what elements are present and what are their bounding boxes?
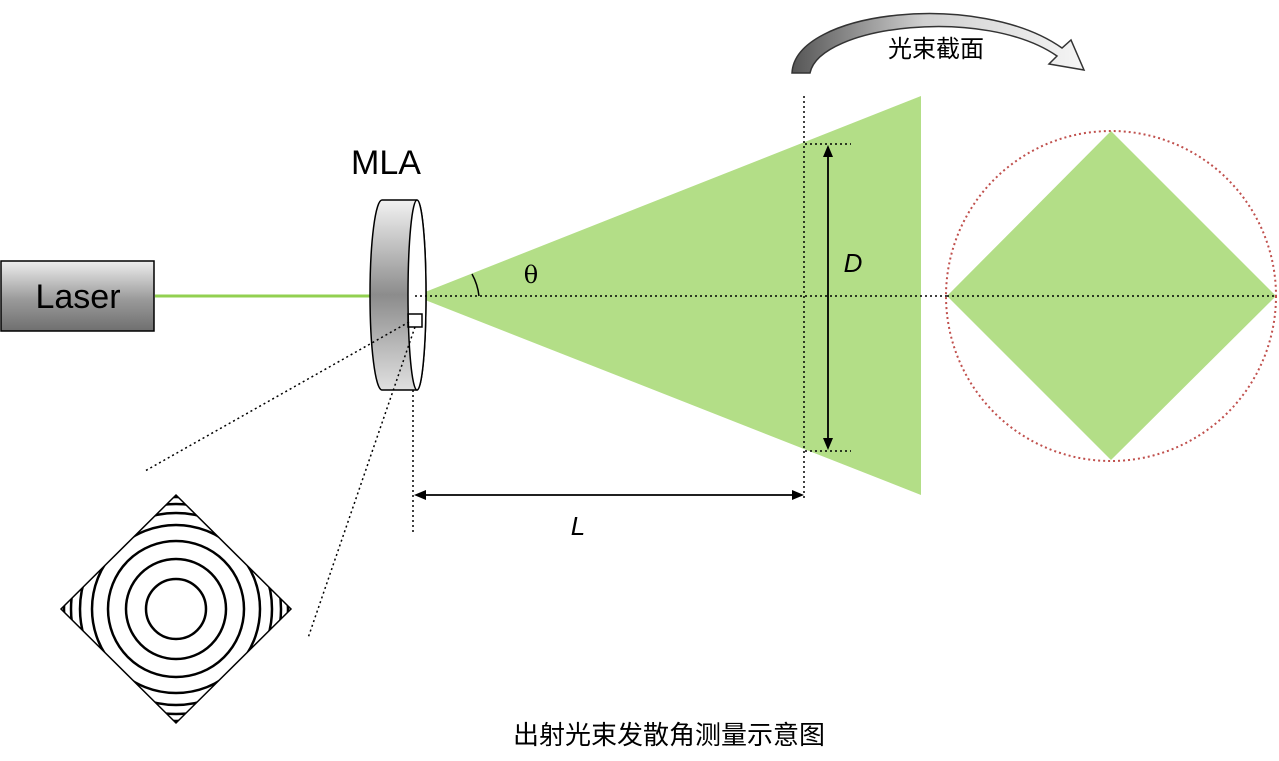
curved-arrow-icon <box>791 12 1086 74</box>
theta-arc <box>471 273 480 297</box>
laser-source: Laser <box>0 260 155 332</box>
beam-cone <box>415 96 921 495</box>
figure-caption: 出射光束发散角测量示意图 <box>513 721 825 751</box>
lenslet-detail <box>59 493 293 725</box>
mla-label: MLA <box>351 144 421 182</box>
cross-section-circle <box>945 130 1277 462</box>
l-label: L <box>571 511 585 541</box>
l-dimension-arrow <box>414 490 804 500</box>
d-label: D <box>844 248 863 278</box>
zoom-line-1 <box>144 321 410 472</box>
d-dimension-arrow <box>823 145 833 450</box>
beam-section-label: 光束截面 <box>888 35 984 63</box>
beam-cross-section <box>945 130 1277 462</box>
theta-label: θ <box>524 261 538 289</box>
laser-label: Laser <box>35 278 120 316</box>
mla-lens <box>369 199 427 391</box>
